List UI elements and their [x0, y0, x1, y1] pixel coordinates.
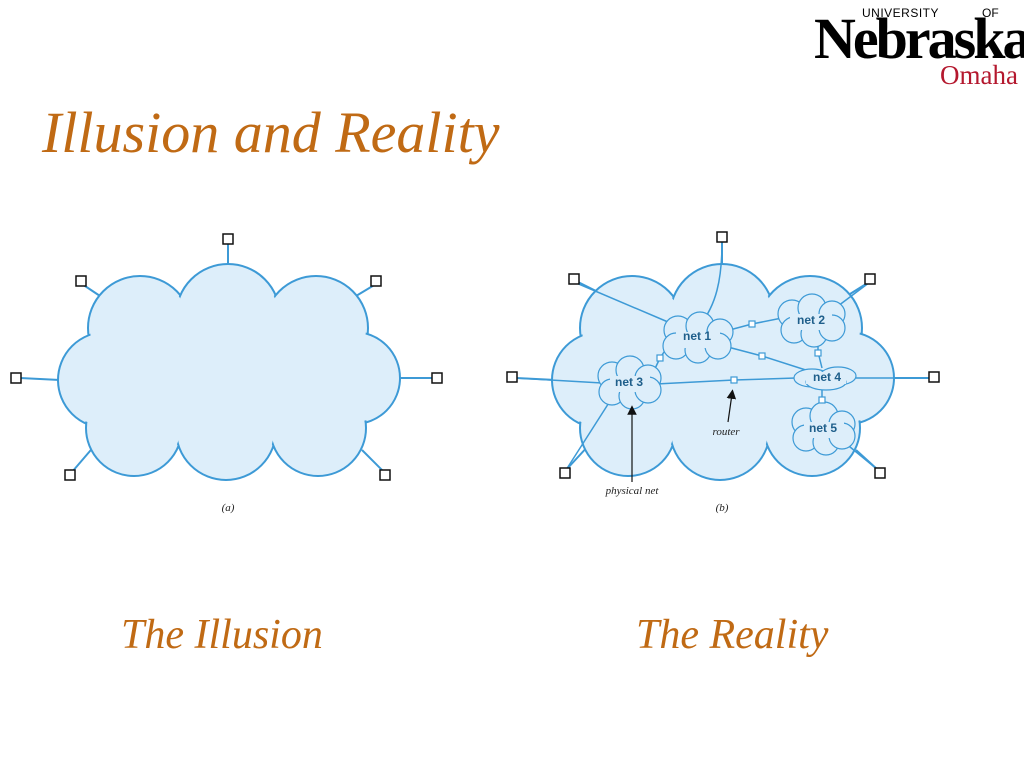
illusion-diagram: (a) — [10, 233, 443, 514]
net-2-label: net 2 — [797, 313, 825, 327]
net-4-label: net 4 — [813, 370, 841, 384]
illusion-cloud-fill — [60, 266, 398, 478]
reality-hosts — [506, 231, 940, 479]
host-icon — [568, 273, 580, 285]
reality-caption: The Reality — [636, 612, 829, 658]
host-icon — [379, 469, 391, 481]
host-icon — [874, 467, 886, 479]
network-net-5: net 5 — [791, 401, 856, 456]
network-net-1: net 1 — [662, 311, 734, 364]
host-icon — [222, 233, 234, 245]
host-icon — [431, 372, 443, 384]
net-5-label: net 5 — [809, 421, 837, 435]
logo-of-text: OF — [982, 6, 999, 20]
illusion-figure-label: (a) — [222, 502, 235, 514]
router-icon — [748, 320, 756, 328]
network-net-2: net 2 — [777, 293, 846, 348]
host-icon — [64, 469, 76, 481]
network-net-3: net 3 — [597, 355, 662, 410]
host-icon — [559, 467, 571, 479]
router-icon — [814, 349, 822, 357]
illusion-hosts — [10, 233, 443, 481]
router-icon — [758, 352, 766, 360]
router-icon — [730, 376, 738, 384]
slide-title: Illusion and Reality — [42, 100, 500, 165]
illusion-caption: The Illusion — [121, 612, 323, 658]
network-net-4: net 4 — [793, 366, 857, 391]
reality-figure-label: (b) — [716, 502, 729, 514]
net-3-label: net 3 — [615, 375, 643, 389]
host-icon — [864, 273, 876, 285]
router-arrow — [726, 389, 737, 423]
host-icon — [75, 275, 87, 287]
university-logo: UNIVERSITY OF Nebraska Omaha — [810, 4, 1024, 94]
logo-university-text: UNIVERSITY — [862, 6, 940, 20]
reality-diagram: net 1 net 2 net 3 — [506, 231, 940, 514]
router-icon — [656, 354, 664, 362]
host-icon — [716, 231, 728, 243]
router-icon — [818, 396, 826, 404]
router-annotation: router — [712, 426, 740, 438]
routers — [656, 320, 826, 404]
physical-net-annotation: physical net — [605, 485, 660, 497]
logo-campus: Omaha — [940, 60, 1018, 90]
logo-wordmark: Nebraska — [814, 6, 1024, 71]
host-icon — [10, 372, 22, 384]
net-1-label: net 1 — [683, 329, 711, 343]
host-icon — [370, 275, 382, 287]
host-icon — [928, 371, 940, 383]
host-icon — [506, 371, 518, 383]
